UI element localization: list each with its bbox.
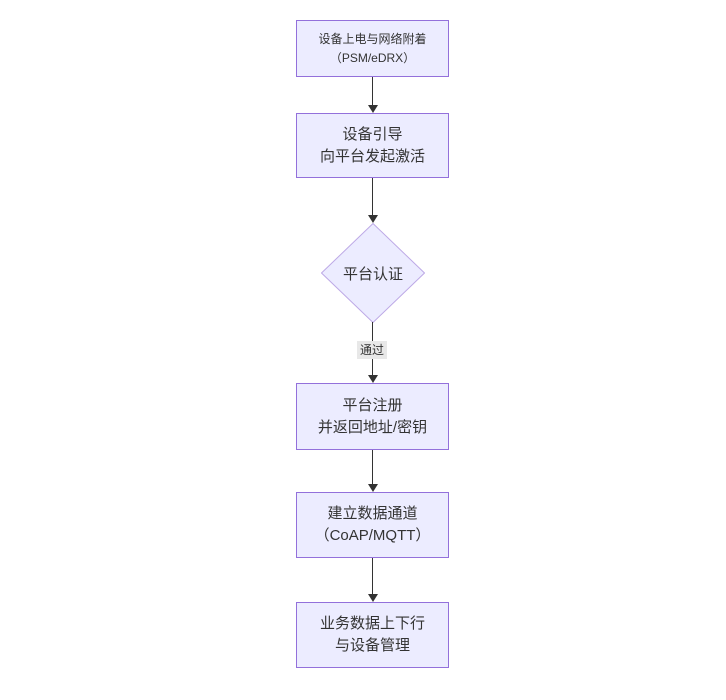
node-data-channel: 建立数据通道 （CoAP/MQTT） [296,492,449,558]
edge-power-to-boot [372,77,373,105]
node-label-line: 并返回地址/密钥 [317,418,428,436]
node-label-line: 业务数据上下行 [319,615,425,632]
arrowhead-icon [368,375,378,383]
node-label-line: 向平台发起激活 [319,147,425,165]
node-label-line: （CoAP/MQTT） [314,527,431,544]
edge-register-to-channel [372,450,373,484]
node-business-service: 业务数据上下行 与设备管理 [296,602,449,668]
node-label-line: 平台认证 [342,265,403,283]
node-label-line: 建立数据通道 [327,505,418,522]
edge-label-pass: 通过 [356,341,388,359]
edge-channel-to-service [372,558,373,594]
edge-boot-to-auth [372,178,373,215]
arrowhead-icon [368,215,378,223]
node-platform-auth-decision: 平台认证 [321,223,425,323]
node-platform-register: 平台注册 并返回地址/密钥 [296,383,449,450]
node-label-line: （PSM/eDRX） [329,50,416,65]
node-label-line: 设备上电与网络附着 [318,31,427,46]
arrowhead-icon [368,594,378,602]
arrowhead-icon [368,105,378,113]
node-label-line: 平台注册 [342,396,403,414]
arrowhead-icon [368,484,378,492]
node-device-power: 设备上电与网络附着 （PSM/eDRX） [296,20,449,77]
node-label-line: 与设备管理 [334,637,410,654]
diamond-shape [321,223,425,323]
node-label-line: 设备引导 [342,125,403,143]
node-device-bootstrap: 设备引导 向平台发起激活 [296,113,449,178]
